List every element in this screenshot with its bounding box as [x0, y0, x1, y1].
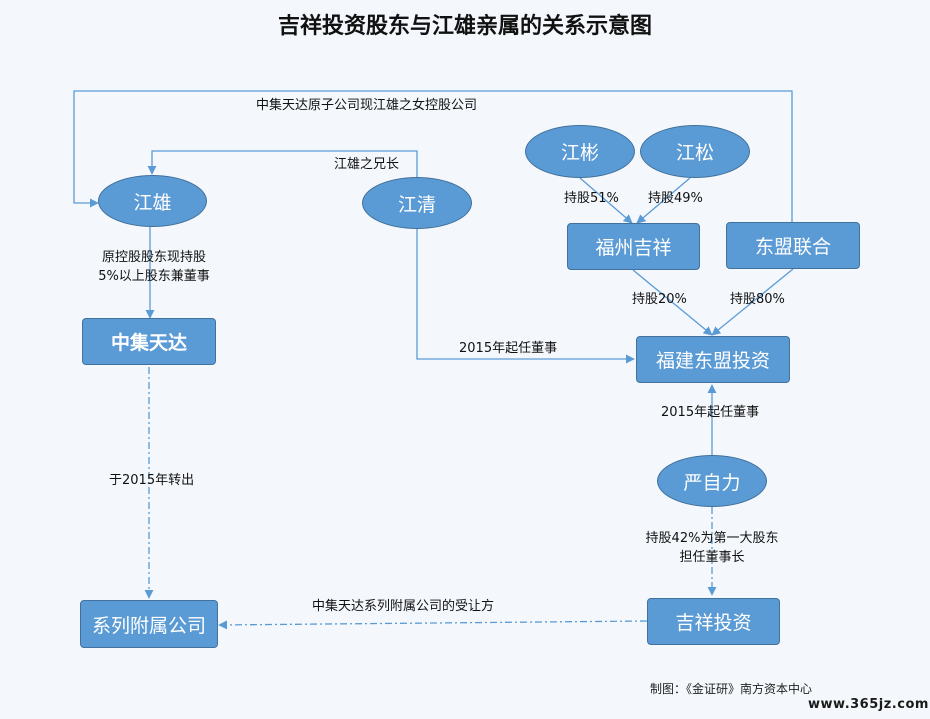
label-dm-80: 持股80%: [730, 292, 785, 307]
node-fujian-dongmeng[interactable]: 福建东盟投资: [636, 336, 790, 383]
edge-jiangsong-to-fuzhou: [636, 177, 691, 224]
node-jiangxiong[interactable]: 江雄: [98, 175, 207, 227]
node-affiliate[interactable]: 系列附属公司: [80, 600, 218, 648]
edge-fuzhou-to-fujian: [632, 269, 713, 336]
diagram-title: 吉祥投资股东与江雄亲属的关系示意图: [277, 14, 652, 39]
node-yan-zili[interactable]: 严自力: [657, 455, 767, 507]
label-former-holder: 原控股股东现持股 5%以上股东兼董事: [84, 248, 224, 286]
node-jixiang-touzi[interactable]: 吉祥投资: [647, 598, 780, 645]
label-qing-director: 2015年起任董事: [459, 341, 558, 356]
node-jiangqing[interactable]: 江清: [362, 177, 472, 229]
label-top-loop: 中集天达原子公司现江雄之女控股公司: [256, 98, 478, 113]
label-song-49: 持股49%: [648, 191, 703, 206]
label-yan-42-line2: 担任董事长: [679, 550, 745, 565]
credit-text: 制图：《金证研》南方资本中心: [650, 682, 813, 696]
label-yan-42-line1: 持股42%为第一大股东: [645, 531, 779, 546]
label-former-holder-line1: 原控股股东现持股: [101, 250, 206, 265]
label-fz-20: 持股20%: [632, 292, 687, 307]
label-yan-42: 持股42%为第一大股东 担任董事长: [632, 529, 792, 567]
edge-jiangqing-to-jiangxiong: [147, 150, 418, 178]
node-fuzhou-jixiang[interactable]: 福州吉祥: [567, 223, 700, 270]
node-dongmeng-lianhe[interactable]: 东盟联合: [726, 222, 860, 269]
label-bin-51: 持股51%: [564, 191, 619, 206]
edge-jiangqing-to-fujian: [416, 226, 635, 364]
node-jiangbin[interactable]: 江彬: [525, 125, 635, 178]
label-brother: 江雄之兄长: [334, 157, 400, 172]
label-former-holder-line2: 5%以上股东兼董事: [98, 269, 210, 284]
edge-jiangbin-to-fuzhou: [579, 177, 633, 224]
edge-jixiang-to-affiliate: [218, 620, 648, 630]
label-yan-director: 2015年起任董事: [661, 405, 760, 420]
edge-dongmeng-to-fujian: [711, 268, 794, 336]
edge-dongmeng-to-jiangxiong: [73, 90, 793, 222]
label-transferee: 中集天达系列附属公司的受让方: [312, 599, 495, 614]
node-zhongji-tianda[interactable]: 中集天达: [82, 318, 216, 365]
node-jiangsong[interactable]: 江松: [640, 125, 750, 178]
label-transfer-out: 于2015年转出: [109, 473, 195, 488]
watermark: www.365jz.com: [808, 697, 929, 712]
